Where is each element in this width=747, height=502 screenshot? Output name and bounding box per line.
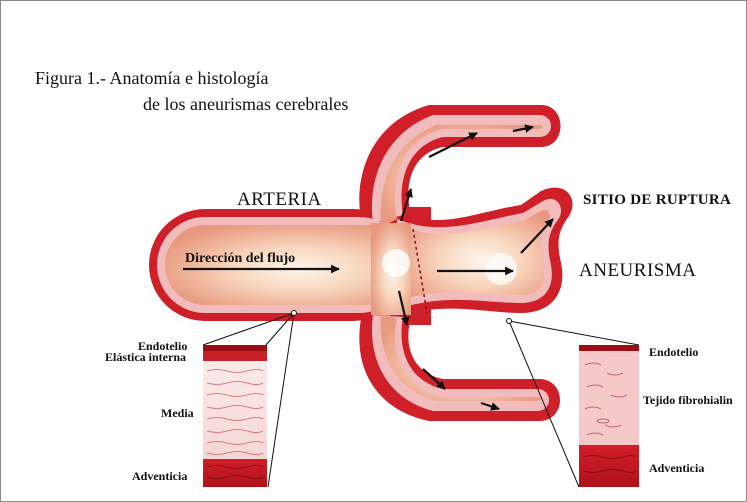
label-aneurisma: ANEURISMA (579, 260, 696, 282)
label-artery-adventicia: Adventicia (132, 469, 187, 484)
label-aneurysm-tejido-fibrohialino: Tejido fibrohialin (643, 393, 733, 408)
artery-wall-section (203, 345, 267, 487)
label-sitio-ruptura: SITIO DE RUPTURA (583, 192, 731, 209)
label-flow-direction: Dirección del flujo (185, 251, 295, 267)
label-aneurysm-adventicia: Adventicia (649, 461, 704, 476)
aneurysm-highlight (485, 253, 517, 285)
label-aneurysm-endotelio: Endotelio (649, 345, 698, 360)
label-arteria: ARTERIA (237, 189, 322, 211)
figure-title-line-1: Figura 1.- Anatomía e histología (35, 68, 268, 89)
label-artery-media: Media (161, 406, 194, 421)
lumen-highlight (382, 249, 410, 277)
aneurysm-wall-section (579, 345, 639, 487)
figure-title-line-2: de los aneurismas cerebrales (143, 94, 348, 115)
label-artery-elastica-interna: Elástica interna (105, 350, 186, 365)
